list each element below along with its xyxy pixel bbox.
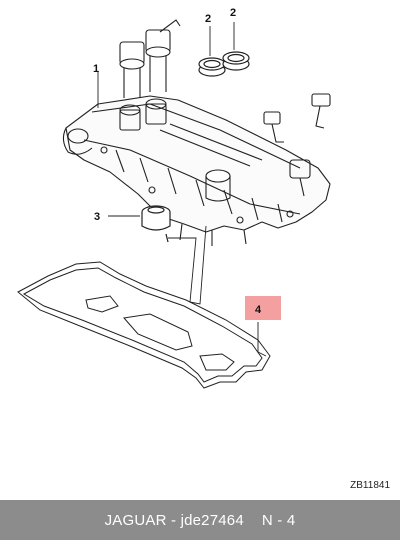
oil-filler-cap — [141, 205, 171, 243]
solenoid-valves — [119, 19, 181, 98]
valve-cover-gasket — [17, 261, 271, 389]
callout-4-highlight — [245, 296, 281, 320]
callout-2-left: 2 — [205, 13, 211, 25]
callout-4: 4 — [255, 304, 262, 316]
exploded-parts-diagram: 1 2 2 3 4 — [17, 7, 331, 389]
leader-lines — [97, 22, 267, 357]
part-info-footer: JAGUAR - jde27464 N - 4 — [0, 500, 400, 540]
callout-1: 1 — [93, 63, 99, 75]
valve-cover — [62, 95, 331, 246]
brand-name: JAGUAR — [104, 511, 167, 529]
part-number: jde27464 — [180, 511, 244, 529]
callout-2-right: 2 — [230, 7, 236, 19]
brand-separator: - — [166, 511, 181, 529]
sensors — [263, 93, 331, 143]
cam-seal-rings — [198, 51, 250, 77]
callout-3: 3 — [94, 211, 100, 223]
position-label: N - 4 — [261, 511, 296, 529]
reference-code: ZB11841 — [350, 480, 390, 491]
